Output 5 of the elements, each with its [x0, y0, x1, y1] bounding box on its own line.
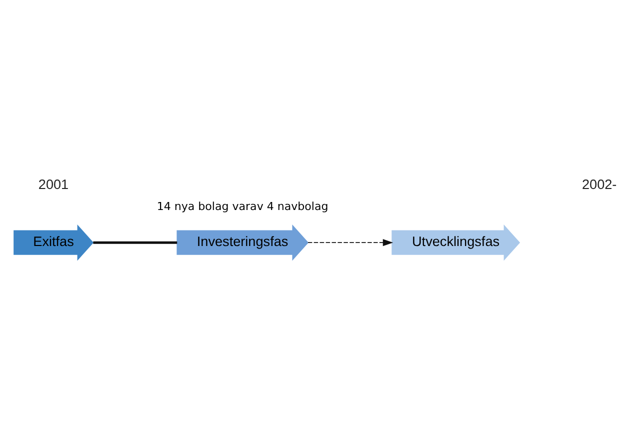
connector	[93, 241, 178, 244]
node-label: 14 nya bolag varav 4 navbolag	[156, 200, 328, 213]
label: 2002-	[582, 176, 617, 192]
arrow	[308, 239, 394, 246]
label: 2001	[38, 176, 69, 192]
